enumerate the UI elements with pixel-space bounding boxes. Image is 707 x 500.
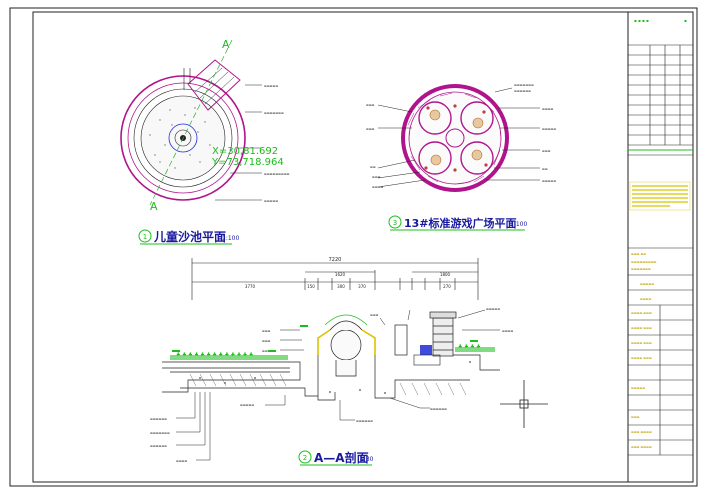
svg-text:▬▬▬: ▬▬▬ [262, 339, 271, 343]
dim-5: 300 [337, 284, 345, 289]
svg-text:▬▬: ▬▬ [370, 165, 376, 169]
sand-pool-scale: 1:100 [222, 235, 239, 242]
sand-pool-title: 儿童沙池平面 [153, 229, 226, 244]
svg-text:▬▬▬▬▬: ▬▬▬▬▬ [542, 127, 556, 131]
svg-text:▬▬▬: ▬▬▬ [366, 127, 375, 131]
svg-text:▬▬▬: ▬▬▬ [262, 329, 271, 333]
crosshair-cursor-icon [500, 380, 548, 428]
svg-text:▬▬▬▬▬▬: ▬▬▬▬▬▬ [150, 417, 167, 421]
plaza-scale: 1:100 [510, 221, 527, 228]
svg-text:♣ ♣ ♣ ♣: ♣ ♣ ♣ ♣ [458, 344, 481, 350]
section-mark-bottom: A [150, 200, 158, 213]
svg-text:▬▬▬▬ ▬▬▬: ▬▬▬▬ ▬▬▬ [631, 326, 652, 330]
svg-text:▬▬▬▬▬▬: ▬▬▬▬▬▬ [150, 444, 167, 448]
svg-text:▬▬▬▬▬▬: ▬▬▬▬▬▬ [356, 419, 373, 423]
dim-1: 1620 [335, 272, 346, 277]
section-mark-top: A [222, 38, 230, 51]
svg-text:▬▬▬ ▬▬▬▬: ▬▬▬ ▬▬▬▬ [631, 445, 652, 449]
svg-text:▬▬▬ ▬▬: ▬▬▬ ▬▬ [631, 252, 646, 256]
svg-text:▬▬▬: ▬▬▬ [366, 103, 375, 107]
svg-text:▬▬▬▬▬: ▬▬▬▬▬ [631, 386, 645, 390]
section-aa: 7220 1620 1800 3770 150 300 370 270 [150, 257, 514, 466]
dim-7: 270 [443, 284, 451, 289]
svg-text:▬▬▬▬: ▬▬▬▬ [640, 297, 652, 301]
svg-text:▬▬▬: ▬▬▬ [631, 415, 640, 419]
svg-text:▬▬▬▬▬▬▬▬▬: ▬▬▬▬▬▬▬▬▬ [264, 172, 290, 176]
svg-text:▬▬▬: ▬▬▬ [542, 149, 551, 153]
dim-6: 370 [358, 284, 366, 289]
svg-text:▬▬▬ ▬▬▬▬: ▬▬▬ ▬▬▬▬ [631, 430, 652, 434]
svg-text:▬▬▬▬▬: ▬▬▬▬▬ [264, 199, 278, 203]
svg-text:▬▬▬▬▬: ▬▬▬▬▬ [486, 307, 500, 311]
svg-text:▬▬▬▬▬▬▬: ▬▬▬▬▬▬▬ [514, 83, 534, 87]
outer-frame [9, 7, 698, 487]
inner-frame [32, 11, 694, 483]
plaza-number: 3 [393, 219, 397, 227]
svg-text:♣ ♣ ♣ ♣ ♣ ♣ ♣ ♣ ♣ ♣ ♣ ♣ ♣: ♣ ♣ ♣ ♣ ♣ ♣ ♣ ♣ ♣ ♣ ♣ ♣ ♣ [176, 352, 253, 358]
svg-text:▬▬▬▬▬▬▬▬▬: ▬▬▬▬▬▬▬▬▬ [631, 260, 657, 264]
dim-2: 1800 [440, 272, 451, 277]
dim-total: 7220 [329, 257, 342, 263]
svg-text:▬▬▬▬▬▬: ▬▬▬▬▬▬ [514, 89, 531, 93]
svg-text:▬▬▬▬ ▬▬▬: ▬▬▬▬ ▬▬▬ [631, 341, 652, 345]
plaza-title: 13#标准游戏广场平面 [404, 216, 517, 230]
title-block: ▪ ▪ ▪ ▪ ▪ ▬▬▬ ▬▬ ▬▬▬▬▬▬▬▬▬ ▬▬▬▬▬▬▬ ▬▬▬▬▬ [627, 11, 694, 483]
svg-text:▬▬▬▬: ▬▬▬▬ [542, 107, 554, 111]
svg-text:▬▬: ▬▬ [542, 167, 548, 171]
svg-text:▬▬▬▬▬▬▬: ▬▬▬▬▬▬▬ [150, 431, 170, 435]
svg-text:▬▬▬: ▬▬▬ [372, 175, 381, 179]
coordinate-y: Y=73,718.964 [211, 157, 284, 168]
coordinate-x: X=30,81.692 [212, 146, 278, 157]
dim-4: 150 [307, 284, 315, 289]
svg-text:▬▬▬▬▬▬▬: ▬▬▬▬▬▬▬ [264, 111, 284, 115]
svg-text:▬▬▬▬: ▬▬▬▬ [372, 185, 384, 189]
svg-text:▬▬▬▬: ▬▬▬▬ [176, 459, 188, 463]
svg-text:▬▬▬▬ ▬▬▬: ▬▬▬▬ ▬▬▬ [631, 356, 652, 360]
svg-text:▬▬▬▬▬▬: ▬▬▬▬▬▬ [430, 407, 447, 411]
svg-text:▬▬▬: ▬▬▬ [370, 313, 379, 317]
svg-text:▪ ▪ ▪ ▪: ▪ ▪ ▪ ▪ [634, 18, 649, 23]
svg-text:▬▬▬▬▬▬▬: ▬▬▬▬▬▬▬ [631, 267, 651, 271]
section-title: A—A剖面 [314, 450, 369, 465]
svg-text:▬▬▬▬▬: ▬▬▬▬▬ [264, 84, 278, 88]
dim-3: 3770 [245, 284, 256, 289]
section-number: 2 [303, 454, 307, 462]
svg-text:▬▬▬▬ ▬▬▬: ▬▬▬▬ ▬▬▬ [631, 311, 652, 315]
svg-text:▬▬▬▬▬: ▬▬▬▬▬ [542, 179, 556, 183]
svg-text:▪: ▪ [684, 18, 687, 23]
section-scale: 1:30 [360, 456, 374, 463]
sand-pool-plan: A A ▬▬▬▬▬ ▬▬▬▬▬▬▬ ▬▬▬▬▬▬▬▬▬ ▬▬▬▬▬ X=30,8… [120, 38, 290, 245]
game-plaza-plan: ▬▬▬ ▬▬▬ ▬▬ ▬▬▬ ▬▬▬▬ ▬▬▬▬▬▬▬ ▬▬▬▬▬▬ ▬▬▬▬ … [366, 83, 556, 231]
sand-pool-number: 1 [143, 233, 147, 241]
svg-text:▬▬▬▬▬: ▬▬▬▬▬ [640, 282, 654, 286]
svg-text:▬▬▬▬▬: ▬▬▬▬▬ [240, 403, 254, 407]
svg-text:▬▬▬: ▬▬▬ [262, 349, 271, 353]
svg-text:▬▬▬▬: ▬▬▬▬ [502, 329, 514, 333]
